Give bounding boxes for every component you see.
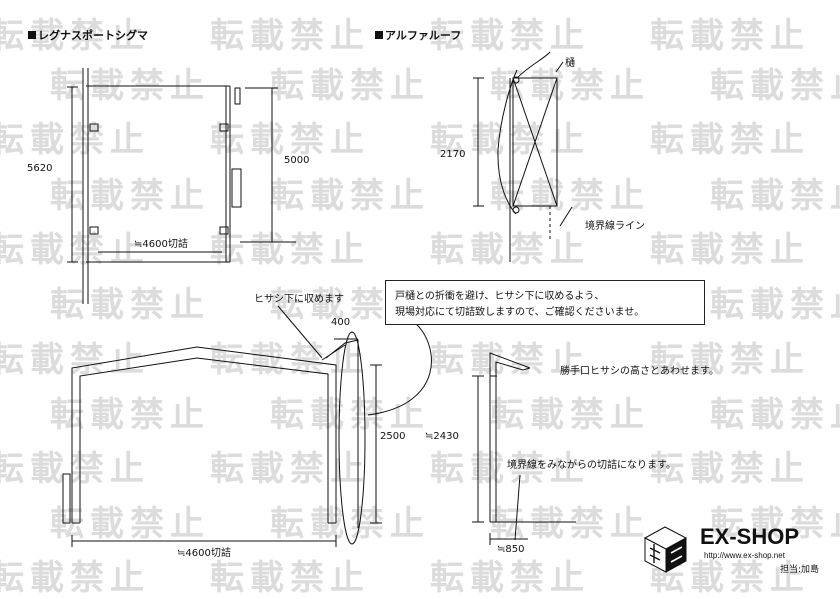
watermark-text: 転載禁止 — [430, 340, 590, 380]
watermark-text: 転載禁止 — [650, 120, 810, 160]
watermark-text: 転載禁止 — [430, 449, 590, 489]
dim-side-850: ≒850 — [497, 544, 525, 555]
watermark-text: 転載禁止 — [270, 66, 430, 106]
dim-eave-400: 400 — [331, 317, 351, 328]
watermark-text: 転載禁止 — [210, 340, 370, 380]
watermark-text: 転載禁止 — [710, 504, 840, 544]
watermark-text: 転載禁止 — [650, 16, 810, 56]
staff-name: 担当:加島 — [780, 565, 820, 575]
label-boundary-line: 境界線ライン — [585, 221, 645, 232]
watermark-text: 転載禁止 — [430, 16, 590, 56]
watermark-text: 転載禁止 — [210, 16, 370, 56]
watermark-text: 転載禁止 — [430, 230, 590, 270]
dim-alpha-height: 2170 — [440, 149, 466, 160]
watermark-text: 転載禁止 — [50, 504, 210, 544]
dim-regnas-width: ≒4600切詰 — [134, 239, 188, 250]
square-bullet-icon — [375, 31, 383, 39]
side-view — [472, 352, 576, 545]
watermark-text: 転載禁止 — [270, 395, 430, 435]
watermark-text: 転載禁止 — [710, 66, 840, 106]
label-fit-under-eave: ヒサシ下に収めます — [254, 294, 344, 305]
watermark-text: 転載禁止 — [270, 176, 430, 216]
ex-shop-logo-icon — [643, 526, 688, 573]
brand-url[interactable]: http://www.ex-shop.net — [704, 551, 785, 560]
watermark-text: 転載禁止 — [650, 449, 810, 489]
regnas-plan — [67, 68, 296, 304]
note-box: 戸樋との折衝を避け、ヒサシ下に収めるよう、 現場対応にて切詰致しますので、ご確認… — [385, 280, 705, 325]
watermark-text: 転載禁止 — [210, 449, 370, 489]
dim-height-2500: 2500 — [380, 431, 406, 442]
label-match-eave-height: 勝手口ヒサシの高さとあわせます。 — [560, 366, 719, 377]
watermark-text: 転載禁止 — [710, 285, 840, 325]
dim-regnas-left: 5620 — [27, 163, 53, 174]
watermark-text: 転載禁止 — [50, 395, 210, 435]
note-line-1: 戸樋との折衝を避け、ヒサシ下に収めるよう、 — [395, 291, 605, 302]
watermark-text: 転載禁止 — [210, 120, 370, 160]
dim-height-2430: ≒2430 — [425, 431, 459, 442]
watermark-text: 転載禁止 — [0, 16, 150, 56]
watermark-text: 転載禁止 — [430, 558, 590, 598]
watermark-text: 転載禁止 — [50, 285, 210, 325]
dim-regnas-right: 5000 — [284, 155, 310, 166]
watermark-text: 転載禁止 — [650, 340, 810, 380]
watermark-text: 転載禁止 — [430, 120, 590, 160]
watermark-text: 転載禁止 — [50, 176, 210, 216]
label-trim-boundary: 境界線をみながらの切詰になります。 — [507, 460, 676, 471]
watermark-text: 転載禁止 — [650, 230, 810, 270]
watermark-text: 転載禁止 — [490, 176, 650, 216]
alpha-heading: アルファルーフ — [375, 30, 461, 42]
label-gutter: 樋 — [565, 58, 575, 69]
watermark-text: 転載禁止 — [0, 558, 150, 598]
regnas-heading: レグナスポートシグマ — [28, 30, 148, 42]
alpha-side-view — [473, 51, 573, 262]
front-view — [62, 305, 432, 547]
watermark-text: 転載禁止 — [210, 558, 370, 598]
watermark-text: 転載禁止 — [490, 395, 650, 435]
watermark-text: 転載禁止 — [710, 395, 840, 435]
note-line-2: 現場対応にて切詰致しますので、ご確認くださいませ。 — [395, 307, 645, 318]
square-bullet-icon — [28, 31, 36, 39]
watermark-text: 転載禁止 — [710, 176, 840, 216]
dim-front-width: ≒4600切詰 — [177, 548, 231, 559]
brand-logo-text: EX-SHOP — [700, 524, 800, 549]
watermark-text: 転載禁止 — [210, 230, 370, 270]
